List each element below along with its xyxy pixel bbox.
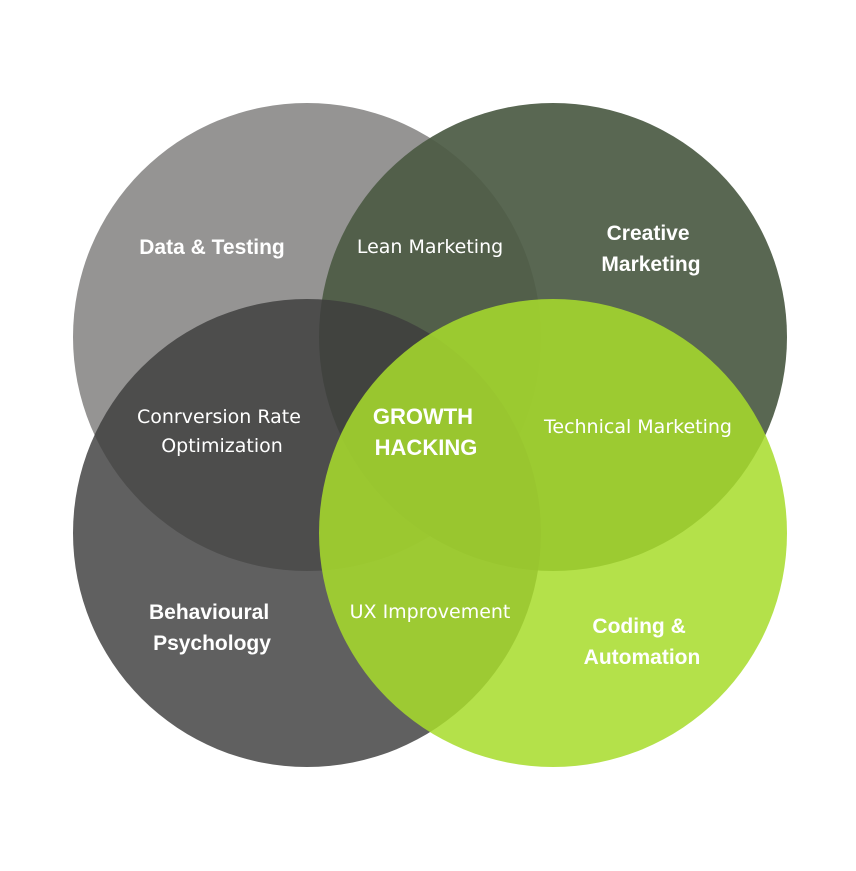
- label-coding-automation: Coding & Automation: [584, 615, 701, 669]
- circle-coding-automation: [319, 299, 787, 767]
- label-ux-improvement: UX Improvement: [350, 601, 511, 623]
- label-growth-hacking: GROWTH HACKING: [373, 404, 479, 460]
- label-behavioural-psychology: Behavioural Psychology: [149, 601, 275, 655]
- label-technical-marketing: Technical Marketing: [543, 416, 732, 438]
- label-creative-marketing: Creative Marketing: [601, 222, 700, 276]
- label-data-testing: Data & Testing: [139, 236, 284, 259]
- label-lean-marketing: Lean Marketing: [357, 236, 503, 258]
- label-conversion-rate-optimization: Conrversion Rate Optimization: [137, 406, 307, 457]
